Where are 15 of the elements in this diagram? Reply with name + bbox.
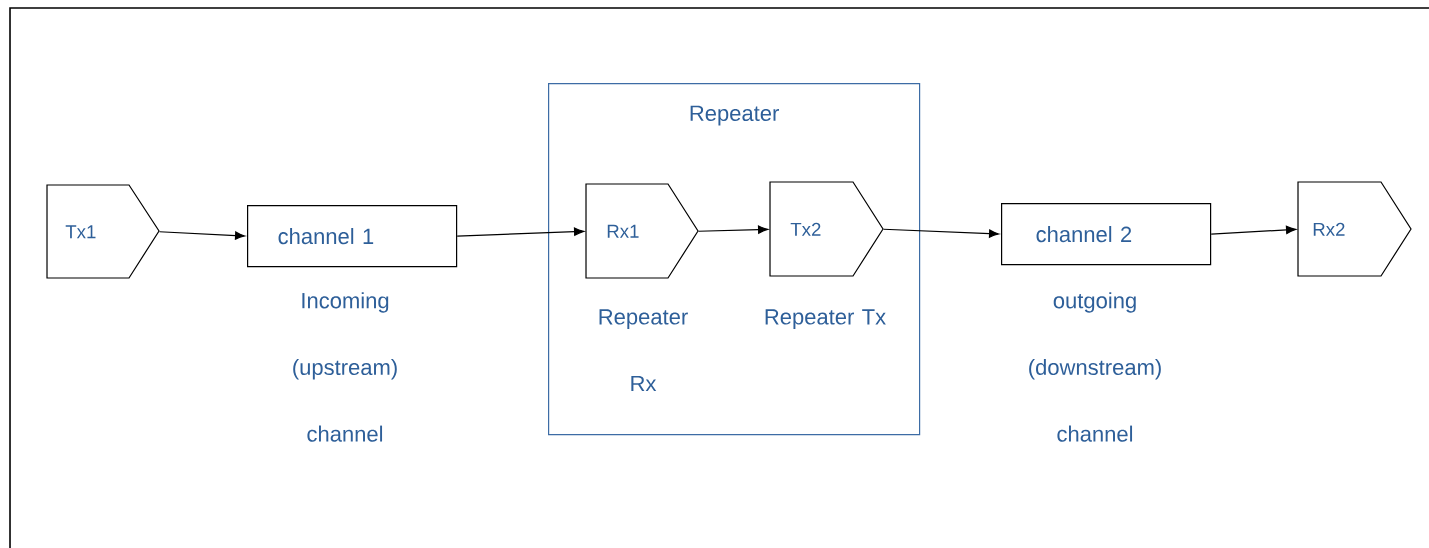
caption-text: Incoming (upstream) channel [293,292,397,442]
transceiver-pentagon: Tx1 [46,184,160,279]
arrow [456,227,585,237]
transceiver-pentagon: Rx1 [585,183,699,279]
arrow [1210,225,1297,235]
arrow [158,231,246,240]
transceiver-pentagon: Tx2 [769,181,884,277]
caption-text: outgoing (downstream) channel [1029,292,1161,442]
channel-box: channel 1 [247,205,458,268]
channel-box: channel 2 [1001,203,1212,266]
arrow [882,228,1000,238]
transceiver-pentagon: Rx2 [1297,181,1412,277]
arrow [697,225,769,234]
caption-text: Repeater Tx [765,309,886,329]
caption-text: Repeater Rx [599,309,688,392]
